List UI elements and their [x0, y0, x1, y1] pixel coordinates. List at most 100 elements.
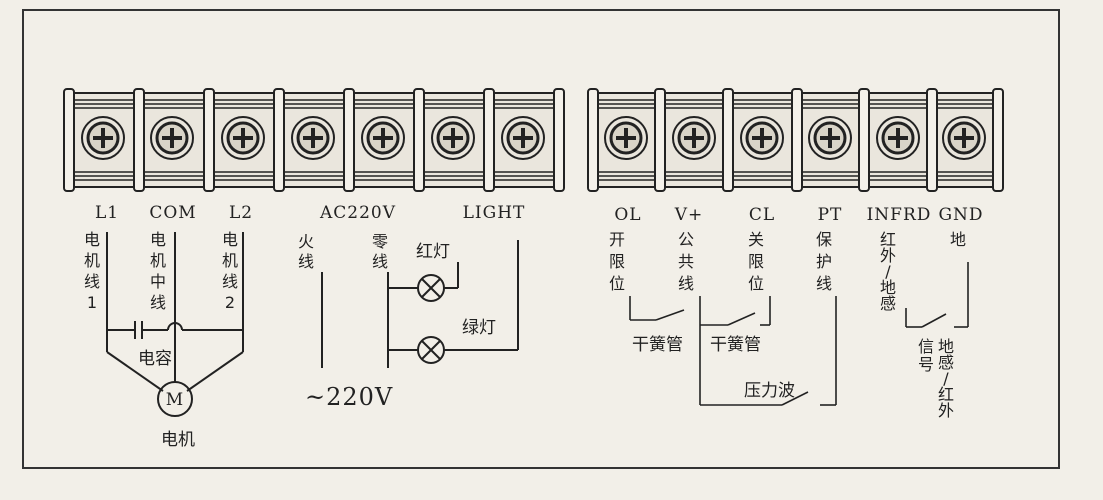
motor-label: 电机 — [161, 430, 195, 450]
svg-text:红: 红 — [880, 230, 896, 249]
svg-text:中: 中 — [150, 272, 166, 291]
terminal-right-post — [654, 88, 666, 192]
protect-wire-label: 保护线 — [816, 230, 832, 293]
green-light-label: 绿灯 — [462, 318, 496, 338]
signal-label-char-2: 号 — [918, 355, 934, 374]
terminal-label-cl: CL — [749, 205, 775, 225]
pressure-wave-label: 压力波 — [744, 381, 795, 401]
svg-text:线: 线 — [84, 272, 100, 291]
screw-icon — [150, 116, 194, 160]
svg-text:关: 关 — [748, 230, 764, 249]
capacitor-label: 电容 — [138, 349, 172, 369]
terminal-label-ol: OL — [614, 205, 641, 225]
terminal-strip-left — [63, 88, 565, 192]
svg-text:地: 地 — [880, 278, 896, 297]
svg-text:火: 火 — [298, 232, 314, 251]
svg-text:红: 红 — [938, 385, 954, 404]
terminal-right-post — [992, 88, 1004, 192]
terminal-left-post — [413, 88, 425, 192]
terminal-right-post — [791, 88, 803, 192]
green-lamp-icon — [417, 336, 445, 364]
screw-icon — [361, 116, 405, 160]
terminal-labels-left: L1 COM L2 AC220V LIGHT — [95, 203, 526, 223]
red-lamp-icon — [417, 274, 445, 302]
terminal-label-com: COM — [149, 203, 196, 223]
svg-text:地: 地 — [938, 337, 954, 356]
ir-ground-sense-label: 红外/地感 — [880, 230, 896, 313]
svg-text:位: 位 — [609, 274, 625, 293]
screw-icon — [291, 116, 335, 160]
svg-text:电: 电 — [222, 230, 238, 249]
terminal-label-pt: PT — [818, 205, 843, 225]
svg-text:外: 外 — [938, 401, 954, 420]
neutral-wire-label: 零线 — [372, 232, 388, 271]
supply-label: ~220V — [305, 383, 393, 411]
infrared-circuit: 信 号 — [905, 262, 969, 374]
svg-text:/: / — [885, 262, 891, 281]
ac-supply: ~220V — [305, 272, 393, 411]
screw-icon — [81, 116, 125, 160]
screw-icon — [604, 116, 648, 160]
terminal-left-post — [343, 88, 355, 192]
svg-text:线: 线 — [150, 293, 166, 312]
motor-letter: M — [166, 390, 184, 410]
light-circuit: 红灯 绿灯 — [388, 240, 519, 364]
motor-symbol — [157, 381, 193, 417]
svg-text:共: 共 — [678, 252, 694, 271]
svg-text:1: 1 — [87, 293, 97, 312]
ground-sense-ir-label: 地感/红外 — [938, 337, 954, 420]
signal-label-char-1: 信 — [918, 337, 934, 356]
svg-text:电: 电 — [84, 230, 100, 249]
svg-text:线: 线 — [222, 272, 238, 291]
svg-text:开: 开 — [609, 230, 625, 249]
screw-icon — [501, 116, 545, 160]
svg-text:机: 机 — [84, 251, 100, 270]
screw-icon — [876, 116, 920, 160]
svg-text:零: 零 — [372, 232, 388, 251]
terminal-labels-right: OL V+ CL PT INFRD GND — [614, 205, 983, 225]
svg-text:公: 公 — [678, 230, 694, 249]
svg-text:位: 位 — [748, 274, 764, 293]
svg-text:2: 2 — [225, 293, 235, 312]
reed-switch-2-label: 干簧管 — [710, 335, 761, 355]
limit-switch-circuit: 干簧管 干簧管 压力波 — [629, 296, 837, 406]
svg-text:地: 地 — [950, 230, 966, 249]
svg-text:保: 保 — [816, 230, 832, 249]
svg-text:线: 线 — [298, 252, 314, 271]
svg-text:线: 线 — [678, 274, 694, 293]
terminal-label-light: LIGHT — [463, 203, 526, 223]
screw-icon — [672, 116, 716, 160]
svg-text:感: 感 — [880, 294, 896, 313]
terminal-left-post — [273, 88, 285, 192]
terminal-left-post — [133, 88, 145, 192]
red-light-label: 红灯 — [416, 242, 450, 262]
terminal-label-l1: L1 — [95, 203, 119, 223]
open-limit-label: 开限位 — [609, 230, 625, 293]
terminal-left-post — [553, 88, 565, 192]
close-limit-label: 关限位 — [748, 230, 764, 293]
svg-text:外: 外 — [880, 246, 896, 265]
terminal-right-post — [722, 88, 734, 192]
ground-label: 地 — [950, 230, 966, 249]
signal-label-group: 信 号 — [918, 337, 934, 374]
terminal-right-post — [587, 88, 599, 192]
svg-text:感: 感 — [938, 353, 954, 372]
svg-text:机: 机 — [150, 251, 166, 270]
screw-icon — [221, 116, 265, 160]
terminal-label-gnd: GND — [938, 205, 983, 225]
screw-icon — [431, 116, 475, 160]
screw-icon — [942, 116, 986, 160]
terminal-label-ac220v: AC220V — [319, 203, 396, 223]
svg-text:限: 限 — [609, 252, 625, 271]
screw-icon — [808, 116, 852, 160]
svg-text:线: 线 — [372, 252, 388, 271]
live-wire-label: 火线 — [298, 232, 314, 271]
terminal-label-infrd: INFRD — [867, 205, 932, 225]
terminal-label-l2: L2 — [229, 203, 253, 223]
screw-icon — [740, 116, 784, 160]
